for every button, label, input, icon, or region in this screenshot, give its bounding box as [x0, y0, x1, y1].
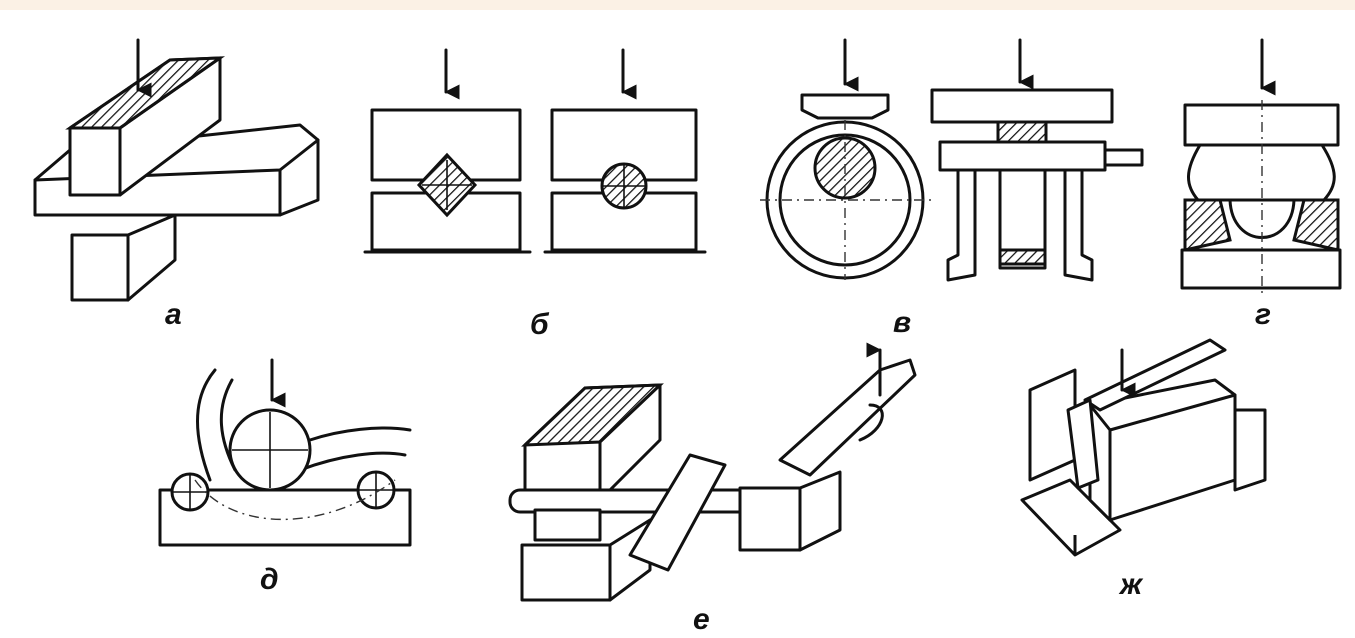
figure-g	[1180, 38, 1342, 295]
diagram-canvas	[33, 38, 1342, 602]
figure-e	[508, 342, 917, 602]
label-e: е	[693, 603, 710, 636]
label-v: в	[893, 306, 912, 339]
figure-d	[158, 358, 412, 547]
figure-v	[760, 38, 1144, 282]
figure-zh	[1020, 338, 1267, 557]
label-a: а	[165, 298, 182, 331]
figure-b	[363, 48, 707, 254]
label-d: д	[260, 563, 279, 596]
label-zh: ж	[1120, 568, 1143, 601]
forging-operations-diagram: а б в г д е ж	[0, 10, 1355, 638]
figure-a	[33, 38, 320, 302]
label-g: г	[1255, 298, 1272, 331]
label-b: б	[530, 308, 549, 341]
